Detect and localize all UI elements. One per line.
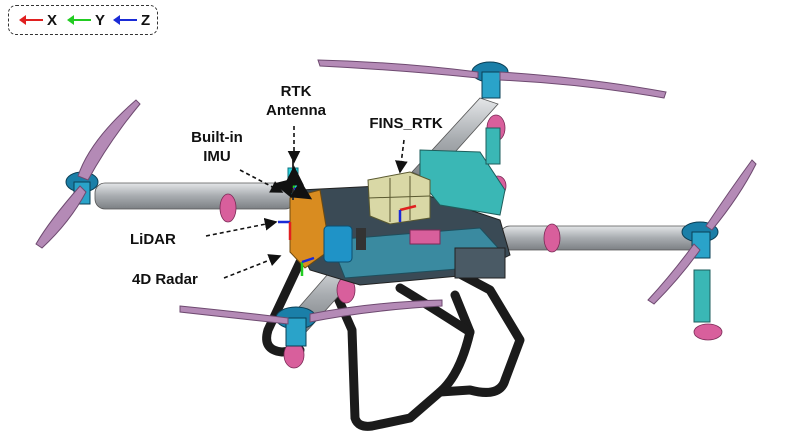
z-axis-arrow-icon: [113, 15, 137, 25]
axis-legend: X Y Z: [8, 5, 158, 35]
callout-imu: Built-in IMU: [180, 128, 254, 166]
arrow-lidar: [205, 217, 278, 237]
legend-z-label: Z: [141, 11, 151, 29]
callout-arrows: [205, 126, 408, 279]
legend-z: Z: [113, 10, 150, 30]
propeller-rear-left: [317, 59, 667, 99]
legend-x: X: [19, 10, 57, 30]
propeller-rear-right: [647, 159, 757, 305]
callout-rtk-antenna-line1: RTK: [280, 83, 312, 100]
callout-radar: 4D Radar: [132, 271, 198, 288]
x-axis-arrow-icon: [19, 15, 43, 25]
propeller-front-right: [179, 299, 443, 325]
callout-rtk-antenna: RTK Antenna: [258, 82, 334, 120]
legend-x-label: X: [47, 11, 58, 29]
axis-triads: [273, 165, 417, 276]
propellers: [35, 59, 757, 325]
arrow-radar: [223, 254, 282, 279]
motor-pod-rear-left: [471, 61, 509, 165]
arrow-imu: [239, 169, 284, 193]
callout-rtk-antenna-line2: Antenna: [266, 102, 326, 119]
propeller-front-left: [35, 99, 141, 249]
callout-imu-line2: IMU: [203, 148, 231, 165]
callout-fins-rtk: FINS_RTK: [369, 115, 443, 132]
central-frame: [289, 149, 511, 286]
legend-y: Y: [67, 10, 105, 30]
y-axis-arrow-icon: [67, 15, 91, 25]
callout-lidar: LiDAR: [130, 231, 176, 248]
legend-y-label: Y: [95, 11, 106, 29]
fins-rtk-box: [367, 171, 431, 225]
callout-imu-line1: Built-in: [191, 129, 243, 146]
arrow-fins-rtk: [395, 139, 408, 174]
motor-pod-rear-right: [681, 221, 719, 323]
